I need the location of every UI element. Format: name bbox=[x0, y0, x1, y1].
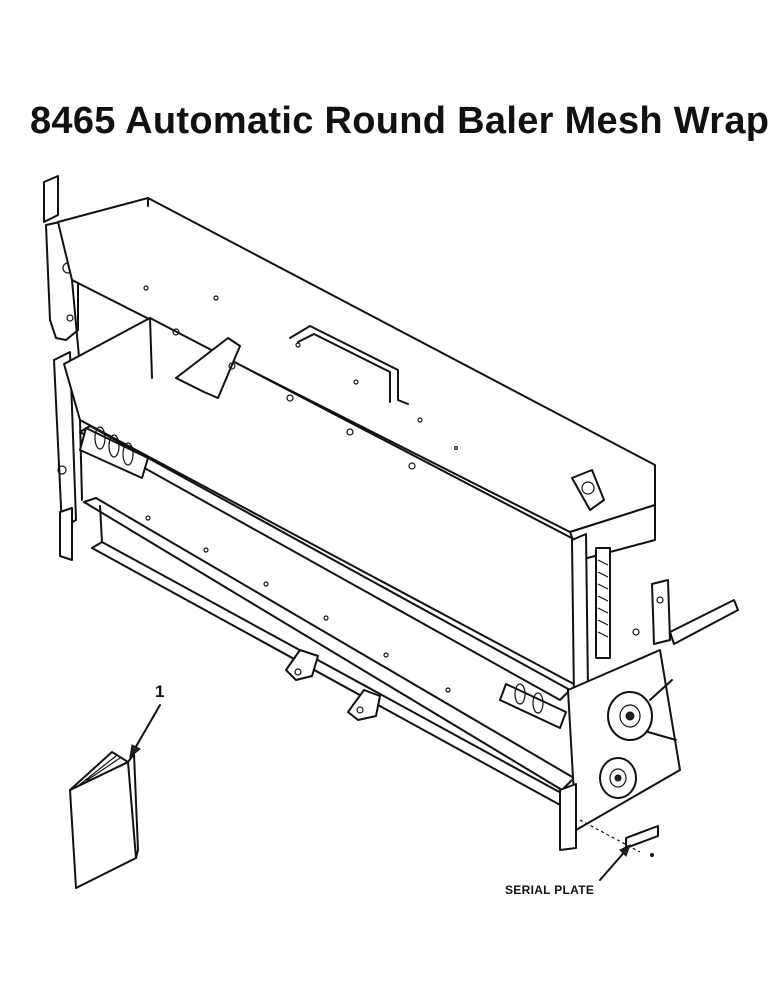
operator-manual-book bbox=[69, 751, 139, 889]
latch-tab bbox=[571, 469, 605, 511]
manual-leader-arrow bbox=[129, 704, 161, 759]
serial-plate-label: SERIAL PLATE bbox=[505, 883, 595, 897]
page-title: 8465 Automatic Round Baler Mesh Wrap bbox=[30, 100, 770, 142]
serial-plate-leader-arrow bbox=[599, 843, 631, 881]
callout-number-1: 1 bbox=[155, 682, 165, 701]
right-drive-assembly bbox=[559, 533, 739, 851]
serial-plate bbox=[579, 819, 659, 857]
mounting-brackets bbox=[285, 649, 381, 721]
lift-handle[interactable] bbox=[289, 325, 409, 405]
upper-mesh-roller bbox=[79, 425, 571, 729]
